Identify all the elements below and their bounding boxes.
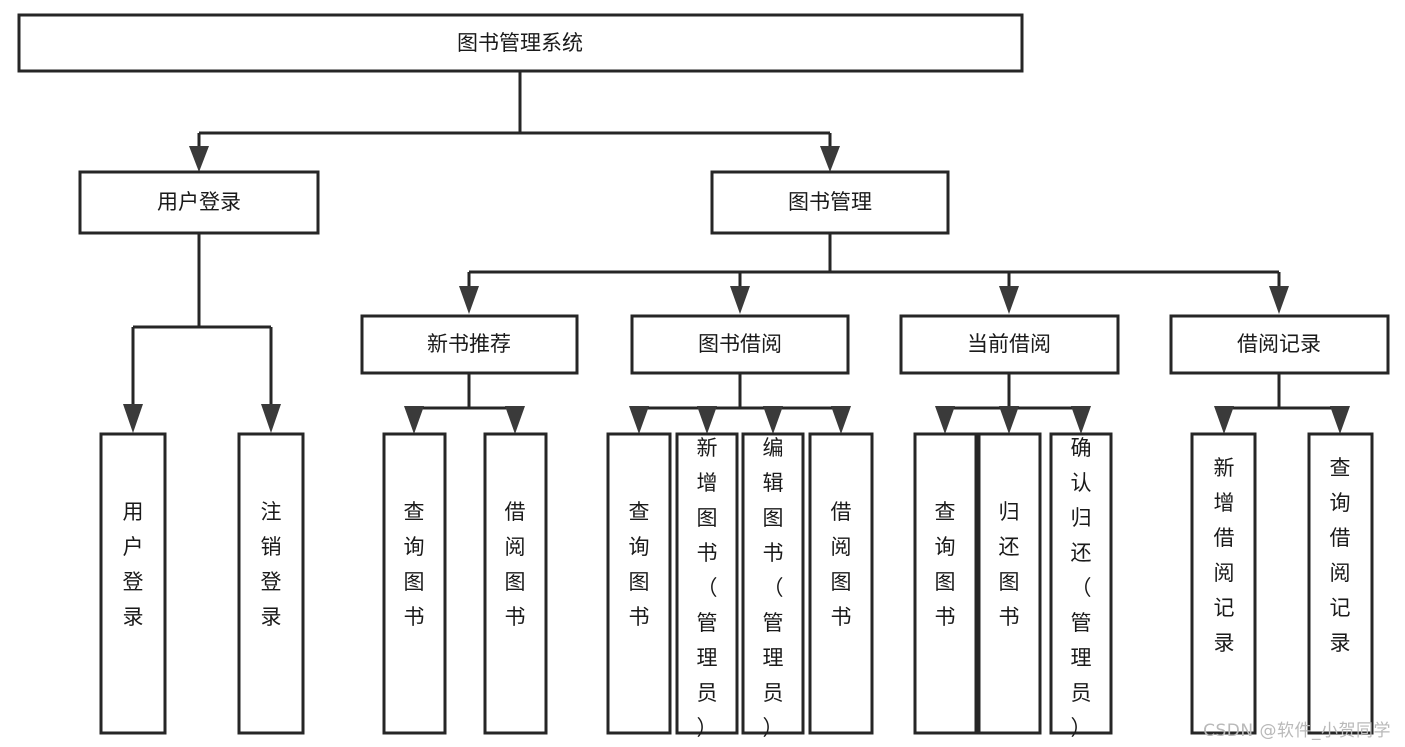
node-leaf-2-label: 注销登录 (261, 500, 282, 629)
node-bookmgmt-label: 图书管理 (788, 190, 872, 214)
node-leaf-2-box[interactable] (237, 432, 305, 735)
node-leaf-10-box[interactable] (977, 432, 1042, 735)
node-current-label: 当前借阅 (967, 332, 1051, 356)
arrow-head-to-login (189, 146, 209, 172)
arrow-head-to-leaf-10 (999, 406, 1019, 434)
arrow-head-to-leaf-2 (261, 404, 281, 433)
connector-login-to-leaves (131, 233, 273, 405)
node-leaf-8-label: 借阅图书 (831, 500, 852, 629)
node-leaf-6-label: 新增图书（管理员） (697, 436, 718, 740)
node-leaf-13[interactable]: 查询借阅记录 (1307, 432, 1374, 735)
arrow-head-to-leaf-3 (404, 406, 424, 434)
arrow-head-to-leaf-12 (1214, 406, 1234, 434)
arrow-head-to-leaf-5 (629, 406, 649, 434)
node-login[interactable]: 用户登录 (78, 170, 320, 235)
node-root[interactable]: 图书管理系统 (17, 13, 1024, 73)
node-leaf-3-label: 查询图书 (404, 500, 425, 629)
arrow-head-to-leaf-7 (763, 406, 783, 434)
node-leaf-6[interactable]: 新增图书（管理员） (675, 432, 739, 740)
arrow-head-to-current (999, 286, 1019, 314)
node-leaf-8[interactable]: 借阅图书 (808, 432, 874, 735)
node-leaf-4-label: 借阅图书 (505, 500, 526, 629)
arrow-head-to-leaf-8 (831, 406, 851, 434)
node-leaf-9-label: 查询图书 (935, 500, 956, 629)
node-leaf-11-box[interactable] (1049, 432, 1113, 735)
node-leaf-12-label: 新增借阅记录 (1214, 456, 1235, 655)
node-leaf-5[interactable]: 查询图书 (606, 432, 672, 735)
node-leaf-3[interactable]: 查询图书 (382, 432, 447, 735)
watermark-text: CSDN @软件_小贺同学 (1203, 721, 1391, 741)
connector-newbook-to-leaves (412, 373, 517, 420)
arrow-head-to-leaf-4 (505, 406, 525, 434)
node-root-box[interactable] (17, 13, 1024, 73)
node-leaf-7-label: 编辑图书（管理员） (763, 436, 784, 740)
node-leaf-5-box[interactable] (606, 432, 672, 735)
node-newbook[interactable]: 新书推荐 (360, 314, 579, 375)
node-leaf-4[interactable]: 借阅图书 (483, 432, 548, 735)
node-leaf-1-box[interactable] (99, 432, 167, 735)
arrow-head-to-leaf-9 (935, 406, 955, 434)
node-leaf-12-box[interactable] (1190, 432, 1257, 735)
node-borrow[interactable]: 图书借阅 (630, 314, 850, 375)
node-newbook-box[interactable] (360, 314, 579, 375)
node-leaf-12[interactable]: 新增借阅记录 (1190, 432, 1257, 735)
node-leaf-1[interactable]: 用户登录 (99, 432, 167, 735)
node-leaf-1-label: 用户登录 (123, 500, 144, 629)
connector-root-to-level2 (197, 71, 832, 160)
connector-bookmgmt-to-level3 (467, 233, 1281, 300)
node-bookmgmt-box[interactable] (710, 170, 950, 235)
node-login-box[interactable] (78, 170, 320, 235)
connector-borrow-to-leaves (637, 373, 843, 420)
node-leaf-8-box[interactable] (808, 432, 874, 735)
node-leaf-10[interactable]: 归还图书 (977, 432, 1042, 735)
node-leaf-7-box[interactable] (741, 432, 805, 735)
node-leaf-11[interactable]: 确认归还（管理员） (1049, 432, 1113, 740)
node-leaf-11-label: 确认归还（管理员） (1071, 436, 1092, 740)
connector-record-to-leaves (1222, 373, 1342, 420)
node-leaf-7[interactable]: 编辑图书（管理员） (741, 432, 805, 740)
node-borrow-box[interactable] (630, 314, 850, 375)
node-leaf-4-box[interactable] (483, 432, 548, 735)
node-leaf-2[interactable]: 注销登录 (237, 432, 305, 735)
node-leaf-5-label: 查询图书 (629, 500, 650, 629)
arrow-head-to-leaf-6 (697, 406, 717, 434)
node-leaf-9-box[interactable] (913, 432, 978, 735)
node-leaf-6-box[interactable] (675, 432, 739, 735)
node-current-box[interactable] (899, 314, 1120, 375)
connector-layer (123, 71, 1350, 434)
node-borrow-label: 图书借阅 (698, 332, 782, 356)
node-leaf-10-label: 归还图书 (999, 500, 1020, 629)
node-leaf-13-label: 查询借阅记录 (1330, 456, 1351, 655)
node-root-label: 图书管理系统 (457, 31, 583, 55)
arrow-head-to-borrow (730, 286, 750, 314)
node-login-label: 用户登录 (157, 190, 241, 214)
arrow-head-to-bookmgmt (820, 146, 840, 172)
node-bookmgmt[interactable]: 图书管理 (710, 170, 950, 235)
node-leaf-3-box[interactable] (382, 432, 447, 735)
node-record-label: 借阅记录 (1237, 332, 1321, 356)
node-record[interactable]: 借阅记录 (1169, 314, 1390, 375)
arrow-head-to-leaf-13 (1330, 406, 1350, 434)
node-newbook-label: 新书推荐 (427, 332, 511, 356)
arrow-head-to-record (1269, 286, 1289, 314)
arrow-head-to-leaf-1 (123, 404, 143, 433)
node-record-box[interactable] (1169, 314, 1390, 375)
arrow-head-to-newbook (459, 286, 479, 314)
node-leaf-13-box[interactable] (1307, 432, 1374, 735)
node-current[interactable]: 当前借阅 (899, 314, 1120, 375)
arrow-head-to-leaf-11 (1071, 406, 1091, 434)
node-leaf-9[interactable]: 查询图书 (913, 432, 978, 735)
